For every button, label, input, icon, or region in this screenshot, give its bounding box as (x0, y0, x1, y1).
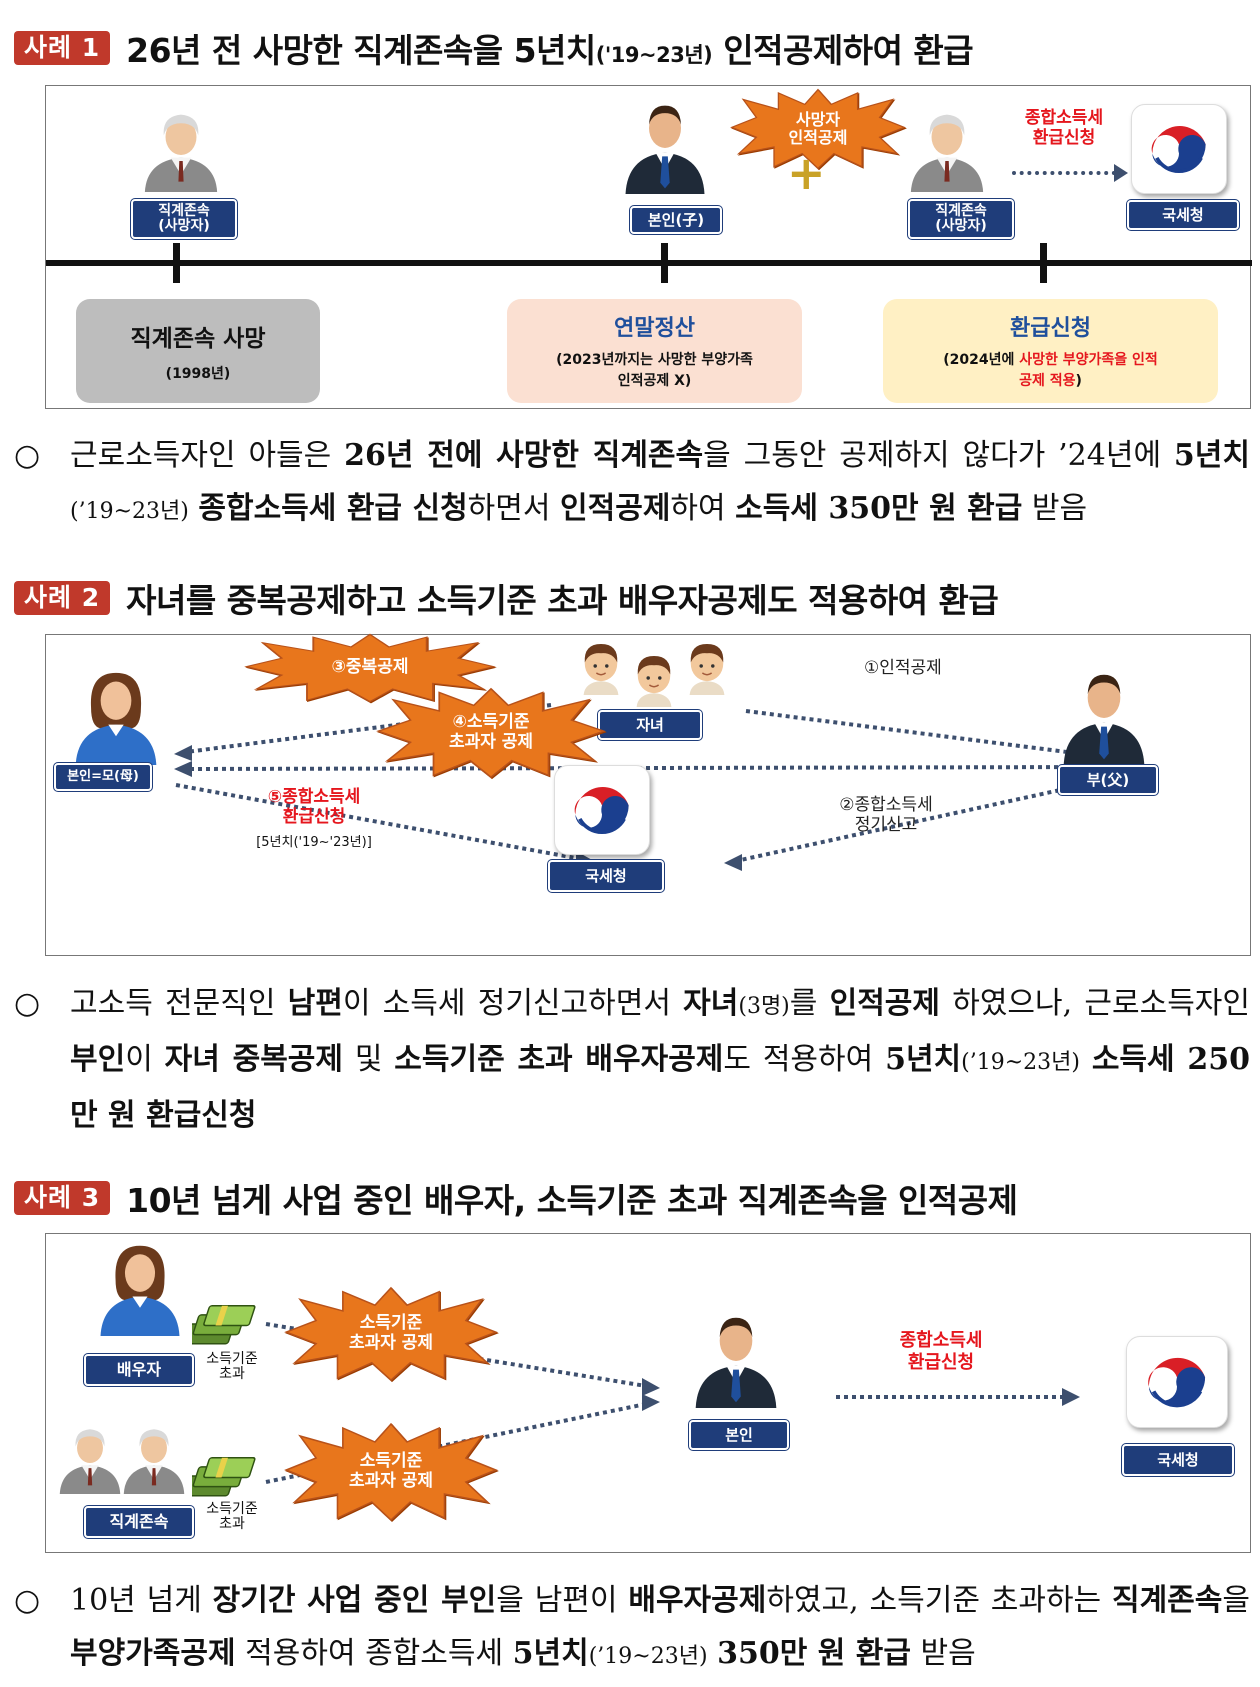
nts-label: 국세청 (548, 860, 664, 892)
timeline-line (46, 260, 1252, 266)
refund5-period: [5년치('19~'23년)] (256, 835, 372, 850)
box-death: 직계존속 사망 (1998년) (76, 299, 320, 403)
arrow-dotted (1012, 171, 1116, 175)
refund-request-text: 종합소득세 환급신청 (899, 1330, 983, 1373)
case3-title: 10년 넘게 사업 중인 배우자, 소득기준 초과 직계존속을 인적공제 (126, 1181, 1018, 1220)
mother-label: 본인=모(母) (54, 763, 152, 791)
spouse-label: 배우자 (84, 1354, 194, 1386)
personal-deduction-label: ①인적공제 (864, 658, 942, 678)
case3-arrows (265, 1322, 1080, 1484)
person-right-label: 직계존속 (사망자) (908, 199, 1014, 239)
parents-over-income-burst: 소득기준 초과자 공제 (284, 1422, 498, 1522)
man-icon (686, 1312, 786, 1408)
box-year-end: 연말정산 (2023년까지는 사망한 부양가족 인적공제 X) (507, 299, 802, 403)
case2-header: 사례 2 자녀를 중복공제하고 소득기준 초과 배우자공제도 적용하여 환급 (14, 574, 999, 622)
case1-diagram: 직계존속 (사망자) 본인(子) 사망자 인적공제 + 직계존속 (사망자) 종… (45, 85, 1252, 409)
nts-label: 국세청 (1122, 1444, 1234, 1476)
timeline-tick (1040, 243, 1047, 283)
case1-tag: 사례 1 (14, 30, 111, 66)
timeline-tick (661, 243, 668, 283)
nts-logo-icon (554, 765, 650, 855)
case1-header: 사례 1 26년 전 사망한 직계존속을 5년치('19~23년) 인적공제하여… (14, 24, 974, 72)
man-icon (1054, 669, 1154, 765)
refund-request-text: 종합소득세 환급신청 (1024, 108, 1104, 149)
nts-logo-icon (1131, 104, 1227, 194)
man-icon (615, 100, 715, 194)
case1-title: 26년 전 사망한 직계존속을 5년치('19~23년) 인적공제하여 환급 (126, 31, 974, 70)
case3-diagram: 배우자 소득기준 초과 직계존속 소득기준 초과 소득기준 초과자 공제 소득기… (45, 1233, 1251, 1553)
grandpa-icon (894, 106, 1000, 192)
self-label: 본인 (689, 1420, 789, 1450)
refund5-title: ⑤종합소득세 환급신청 (267, 787, 361, 828)
case2-tag: 사례 2 (14, 580, 111, 616)
nts-label: 국세청 (1127, 200, 1239, 230)
case3-header: 사례 3 10년 넘게 사업 중인 배우자, 소득기준 초과 직계존속을 인적공… (14, 1174, 1018, 1222)
money2-label: 소득기준 초과 (206, 1501, 258, 1533)
deceased-deduction-burst: 사망자 인적공제 (730, 88, 906, 170)
case3-tag: 사례 3 (14, 1180, 111, 1216)
children-label: 자녀 (598, 710, 702, 740)
regular-filing-label: ②종합소득세 정기신고 (839, 795, 933, 836)
person-mid-label: 본인(子) (630, 206, 722, 234)
nts-logo-icon (1126, 1336, 1228, 1428)
duplicate-deduction-burst: ③중복공제 (244, 633, 496, 703)
money1-label: 소득기준 초과 (206, 1351, 258, 1383)
plus-icon: + (787, 146, 826, 200)
case2-diagram: 자녀 ③중복공제 ①인적공제 ④소득기준 초과자 공제 본인=모(母) 부(父)… (45, 634, 1251, 956)
arrow-head (1114, 164, 1128, 182)
woman-icon (64, 669, 168, 765)
parents-label: 직계존속 (84, 1506, 194, 1538)
grandpa-icon (128, 106, 234, 192)
person-left-label: 직계존속 (사망자) (131, 199, 237, 239)
box-refund: 환급신청 (2024년에 사망한 부양가족을 인적 공제 적용) (883, 299, 1218, 403)
father-label: 부(父) (1058, 765, 1158, 795)
over-income-deduction-burst: ④소득기준 초과자 공제 (376, 687, 606, 779)
case2-title: 자녀를 중복공제하고 소득기준 초과 배우자공제도 적용하여 환급 (126, 581, 999, 620)
timeline-tick (173, 243, 180, 283)
spouse-over-income-burst: 소득기준 초과자 공제 (284, 1286, 498, 1382)
